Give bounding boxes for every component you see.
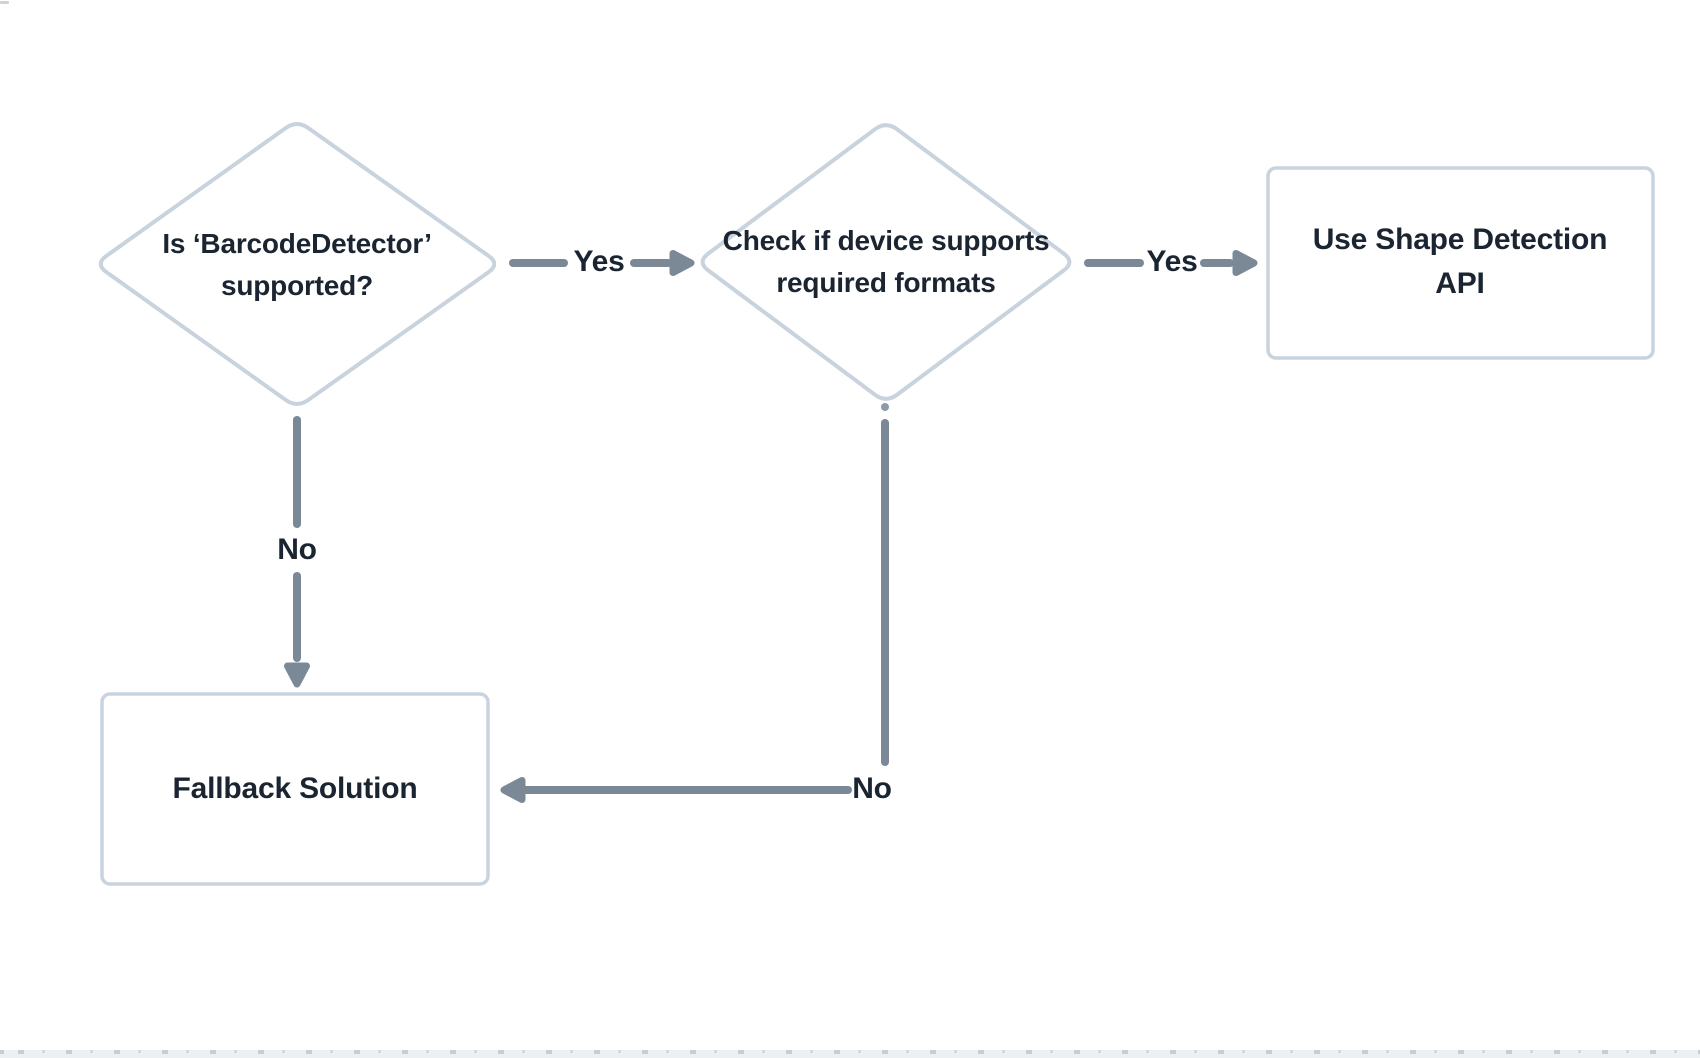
- edges-group: [284, 250, 1258, 803]
- top-left-artifact: [0, 1, 9, 4]
- node-decision-barcode-supported-shape: [98, 122, 497, 406]
- label-line: Use Shape Detection: [1312, 223, 1608, 256]
- label-line: Is ‘BarcodeDetector’: [162, 228, 432, 259]
- label-line: required formats: [776, 267, 996, 298]
- node-fallback-solution-shape: [100, 692, 490, 886]
- node-use-shape-detection-label: Use Shape Detection API: [1313, 218, 1608, 306]
- label-line: supported?: [220, 270, 373, 301]
- bottom-ruler-strip: [0, 1050, 1700, 1058]
- label-line: API: [1435, 267, 1485, 300]
- nodes-group: [98, 122, 1655, 886]
- edge-yes-1-arrowhead: [669, 250, 695, 276]
- edge-no-1-label: No: [277, 533, 317, 566]
- edge-no-2-label: No: [852, 772, 892, 805]
- label-line: Check if device supports: [722, 225, 1050, 256]
- label-line: Fallback Solution: [172, 772, 418, 805]
- node-decision-barcode-supported-label: Is ‘BarcodeDetector’ supported?: [162, 223, 432, 307]
- node-decision-device-formats-shape: [700, 123, 1072, 401]
- edge-yes-1-label: Yes: [573, 245, 625, 278]
- edge-no-2-arrowhead: [500, 777, 526, 803]
- edge-yes-2-label: Yes: [1146, 245, 1198, 278]
- arrowheads-group: [284, 250, 1258, 803]
- node-use-shape-detection-shape: [1266, 166, 1655, 360]
- node-decision-device-formats-label: Check if device supports required format…: [723, 220, 1050, 304]
- edge-yes-2-arrowhead: [1232, 250, 1258, 276]
- node-fallback-solution-label: Fallback Solution: [173, 767, 418, 811]
- connection-point-dot: [881, 403, 889, 411]
- edge-no-1-arrowhead: [284, 662, 310, 688]
